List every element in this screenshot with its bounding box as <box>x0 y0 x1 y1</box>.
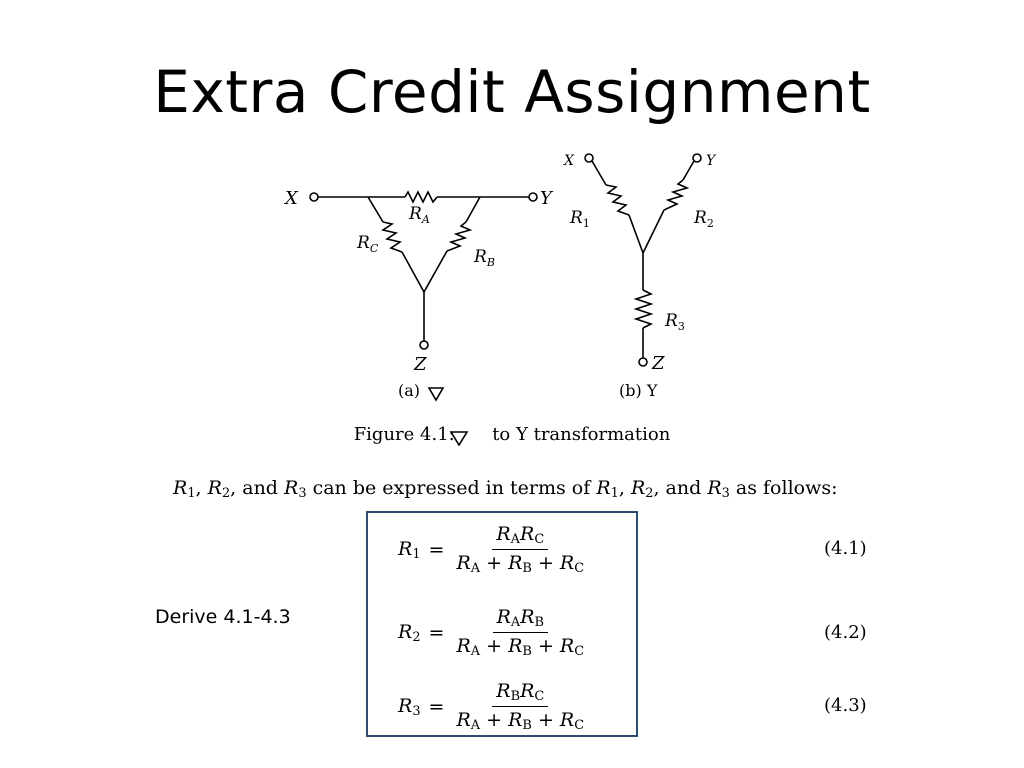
equation-number-4-1: (4.1) <box>824 538 867 559</box>
delta-wye-figure: X Y Z RA RC RB X Y Z R1 R2 R3 <box>283 153 717 447</box>
rc-label: RC <box>356 233 379 255</box>
subfigure-b-label: (b) Y <box>619 381 658 400</box>
delta-network <box>309 190 538 350</box>
rb-label: RB <box>473 247 495 269</box>
resistor-ra <box>404 190 438 204</box>
delta-z-label: Z <box>413 354 427 375</box>
r1-label: R1 <box>569 208 590 230</box>
wye-x-label: X <box>563 153 575 169</box>
r2-label: R2 <box>693 208 714 230</box>
equation-4-3: R3 = RBRC RA + RB + RC <box>398 680 585 734</box>
subfigure-a-label: (a) <box>398 381 421 400</box>
wye-y-label: Y <box>706 153 717 169</box>
equations-box <box>366 511 638 737</box>
delta-x-label: X <box>283 188 299 209</box>
intro-sentence: R1, R2, and R3 can be expressed in terms… <box>173 477 838 502</box>
delta-symbol-icon <box>427 387 445 402</box>
r3-label: R3 <box>664 311 685 333</box>
resistor-rc <box>381 221 403 253</box>
derive-note: Derive 4.1-4.3 <box>155 606 291 628</box>
equation-4-1: R1 = RARC RA + RB + RC <box>398 523 585 577</box>
delta-y-label: Y <box>540 188 554 209</box>
delta-symbol-caption-icon <box>449 431 469 447</box>
figure-caption: Figure 4.1: to Y transformation <box>353 424 671 445</box>
resistor-rb <box>446 221 473 252</box>
ra-label: RA <box>408 204 430 226</box>
wye-network <box>584 153 702 367</box>
resistor-r1 <box>605 184 630 216</box>
equation-number-4-3: (4.3) <box>824 695 867 716</box>
resistor-r3 <box>633 289 654 329</box>
wye-z-label: Z <box>651 353 665 374</box>
slide-title: Extra Credit Assignment <box>153 58 871 126</box>
equation-number-4-2: (4.2) <box>824 622 867 643</box>
resistor-r2 <box>663 179 690 211</box>
equation-4-2: R2 = RARB RA + RB + RC <box>398 606 585 660</box>
